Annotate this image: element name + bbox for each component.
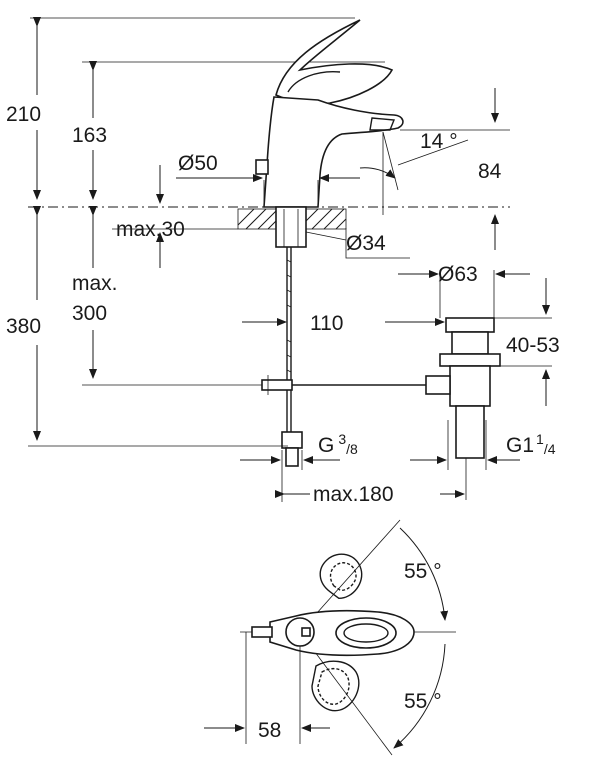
aerator-height-label: 84	[478, 160, 502, 183]
threaded-shank	[275, 206, 307, 248]
top-view-spout-marker	[301, 627, 311, 637]
lever-angle-top-label: 55 °	[404, 560, 442, 583]
drain-body	[449, 365, 491, 407]
total-height-label: 210	[6, 103, 41, 126]
max-deck-thickness-label: max.30	[116, 218, 185, 241]
angle-ref-slanted	[382, 131, 399, 191]
pop-up-knob	[255, 159, 269, 175]
supply-thread-sub: /8	[346, 441, 358, 457]
lever-position-left	[319, 553, 363, 600]
drain-body-upper	[451, 331, 489, 355]
angle-arc-top	[399, 527, 449, 621]
lever-angle-bottom-label: 55 °	[404, 690, 442, 713]
supply-thread-sup: 3	[338, 431, 346, 447]
hole-diameter-label: Ø34	[346, 232, 386, 255]
spout-angle-label: 14 °	[420, 130, 458, 153]
rod-offset-label: 110	[310, 312, 343, 335]
angle-leader	[397, 139, 469, 166]
lever-position-right	[311, 660, 360, 712]
drain-thread-sub: /4	[544, 441, 556, 457]
top-view-handle-outer	[335, 617, 397, 649]
angle-arc-bottom	[393, 643, 446, 749]
faucet-elevation: 14 ° 210 163 84 Ø50	[6, 17, 510, 250]
faucet-body	[263, 96, 404, 208]
spout-height-label: 163	[72, 124, 107, 147]
lever-detail	[287, 71, 341, 93]
supply-thread-prefix: G	[318, 434, 334, 457]
angle-arc	[359, 167, 396, 179]
leader-34	[305, 231, 347, 241]
drain-length-label: 40-53	[506, 334, 560, 357]
drain-tailpiece	[455, 405, 485, 459]
drain-nut	[439, 353, 501, 367]
aerator	[369, 117, 395, 131]
drain-rod-port	[425, 375, 451, 395]
top-view-handle-inner	[343, 623, 389, 643]
lever-handle	[275, 19, 394, 105]
drain-thread-sup: 1	[536, 431, 544, 447]
supply-fitting	[285, 447, 299, 467]
drain-diameter-label: Ø63	[438, 263, 478, 286]
deck-right	[305, 208, 347, 230]
rod-clevis	[261, 379, 293, 391]
leader-34-box	[345, 228, 410, 259]
flex-hose-max-label: max.	[72, 272, 118, 295]
countertop-section: max.30 Ø34	[112, 165, 410, 268]
top-view: 55 ° 55 ° 58	[204, 519, 456, 756]
pop-up-offset-label: 58	[258, 719, 281, 742]
drain-flange	[445, 317, 495, 333]
max-horizontal-label: max.180	[313, 483, 394, 506]
below-deck-length-label: 380	[6, 315, 41, 338]
top-view-pop-up-knob	[251, 626, 273, 638]
drain-thread-prefix: G1	[506, 434, 534, 457]
flex-hose-max-value: 300	[72, 302, 107, 325]
body-diameter-label: Ø50	[178, 152, 218, 175]
